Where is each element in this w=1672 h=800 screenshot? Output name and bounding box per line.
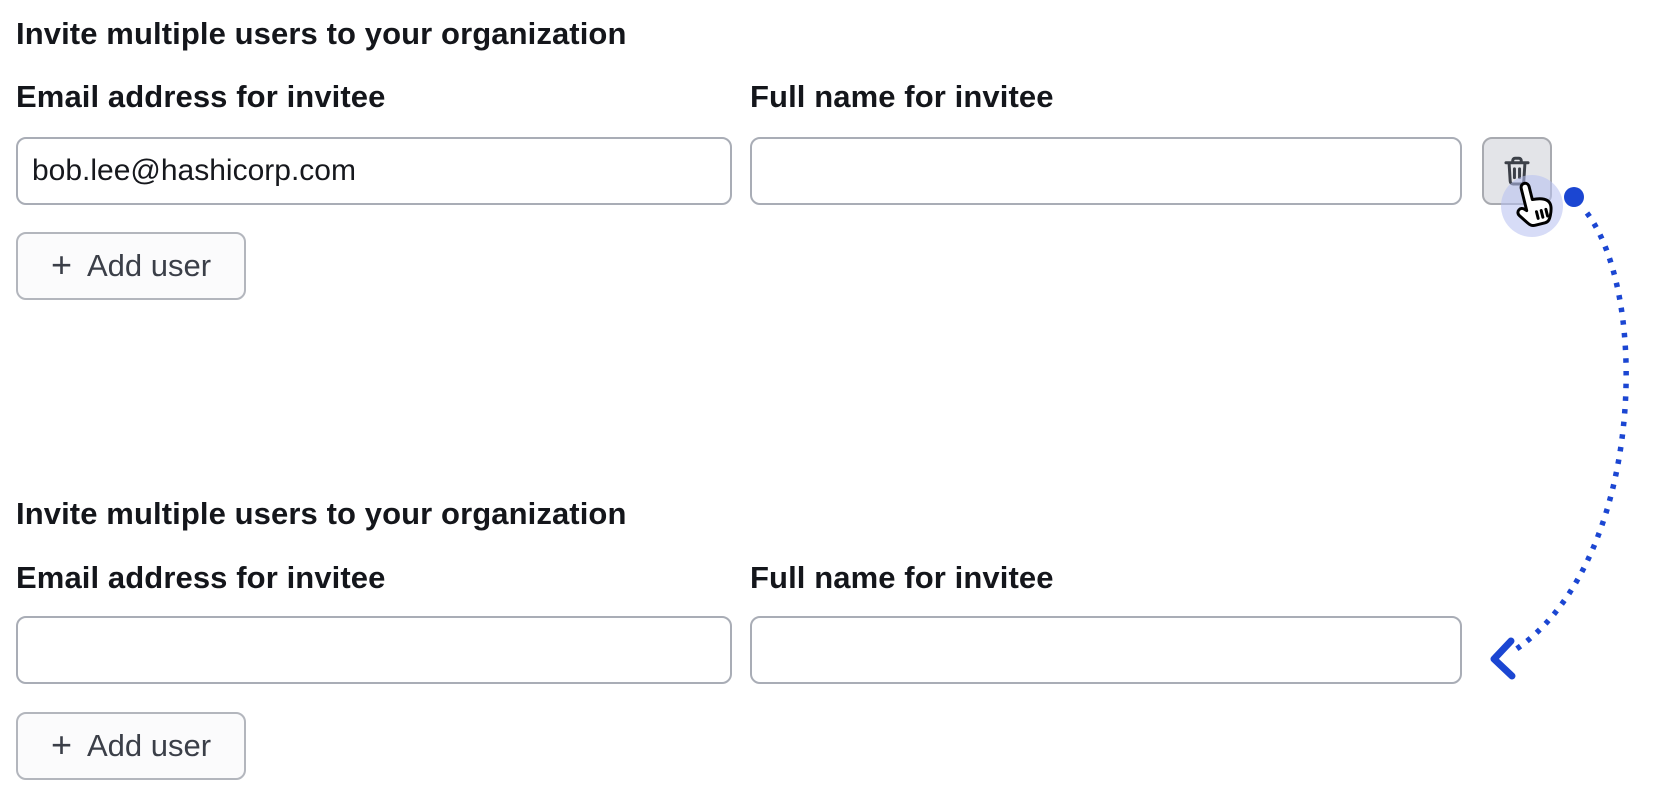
arrow-start-dot [1564,187,1584,207]
trash-icon [1500,153,1534,189]
email-label-1: Email address for invitee [16,79,386,114]
email-label-2: Email address for invitee [16,560,386,595]
delete-row-button[interactable] [1482,137,1552,205]
add-user-label: Add user [86,728,212,763]
email-input-1[interactable] [16,137,732,205]
plus-icon: + [50,243,72,285]
full-name-label-1: Full name for invitee [750,79,1054,114]
email-input-2[interactable] [16,616,732,684]
arrow-dotted-path [1510,211,1629,655]
section-2-heading: Invite multiple users to your organizati… [16,496,627,531]
plus-icon: + [50,723,72,765]
add-user-button-1[interactable]: + Add user [16,232,246,300]
add-user-button-2[interactable]: + Add user [16,712,246,780]
full-name-input-1[interactable] [750,137,1462,205]
section-1-heading: Invite multiple users to your organizati… [16,16,627,51]
full-name-input-2[interactable] [750,616,1462,684]
add-user-label: Add user [86,248,212,283]
arrowhead-chevron [1490,637,1516,680]
full-name-label-2: Full name for invitee [750,560,1054,595]
